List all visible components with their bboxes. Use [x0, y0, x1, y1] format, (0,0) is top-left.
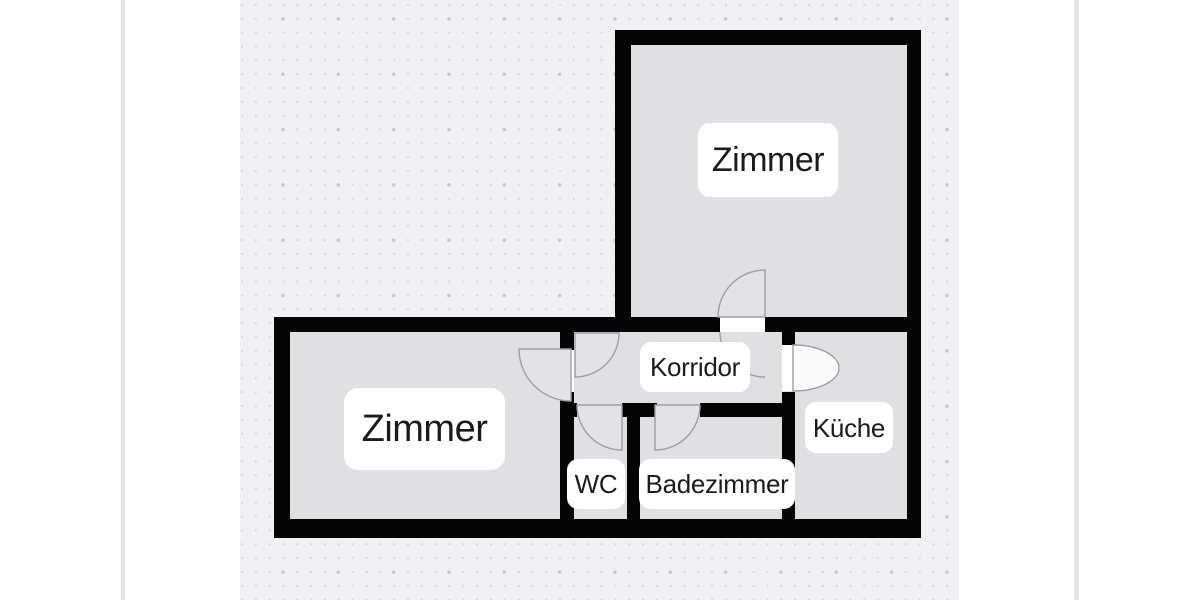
wall-segment[interactable] [782, 332, 795, 345]
room-label-wc[interactable]: WC [567, 459, 625, 509]
door-swing-fan[interactable] [792, 344, 840, 392]
door-swing-fan[interactable] [518, 348, 572, 402]
room-label-zimmer-top[interactable]: Zimmer [698, 123, 838, 197]
right-panel-divider-line [1074, 0, 1079, 600]
wall-segment[interactable] [700, 403, 782, 417]
wall-segment[interactable] [615, 30, 631, 332]
wall-segment[interactable] [274, 317, 720, 332]
wall-segment[interactable] [765, 317, 921, 332]
wall-segment[interactable] [627, 403, 640, 538]
room-label-badezimmer[interactable]: Badezimmer [639, 459, 795, 509]
left-panel-divider-line [121, 0, 125, 600]
door-zimmer-left[interactable] [518, 332, 620, 402]
door-swing-fan[interactable] [576, 404, 623, 451]
wall-segment[interactable] [560, 317, 574, 350]
door-kueche[interactable] [792, 344, 840, 392]
wall-segment[interactable] [560, 403, 577, 417]
wall-segment[interactable] [615, 30, 921, 45]
door-swing-fan[interactable] [717, 269, 766, 318]
door-badezimmer[interactable] [654, 404, 701, 451]
room-label-zimmer-left[interactable]: Zimmer [344, 388, 505, 470]
doorway-opening[interactable] [782, 345, 795, 391]
door-wc[interactable] [576, 404, 623, 451]
wall-segment[interactable] [274, 317, 290, 538]
wall-segment[interactable] [907, 30, 921, 538]
room-label-korridor[interactable]: Korridor [640, 342, 750, 392]
wall-segment[interactable] [274, 519, 921, 538]
doorway-opening[interactable] [720, 317, 765, 332]
door-swing-fan[interactable] [574, 332, 620, 378]
room-label-kueche[interactable]: Küche [805, 402, 893, 453]
doors [518, 269, 840, 451]
door-swing-fan[interactable] [654, 404, 701, 451]
